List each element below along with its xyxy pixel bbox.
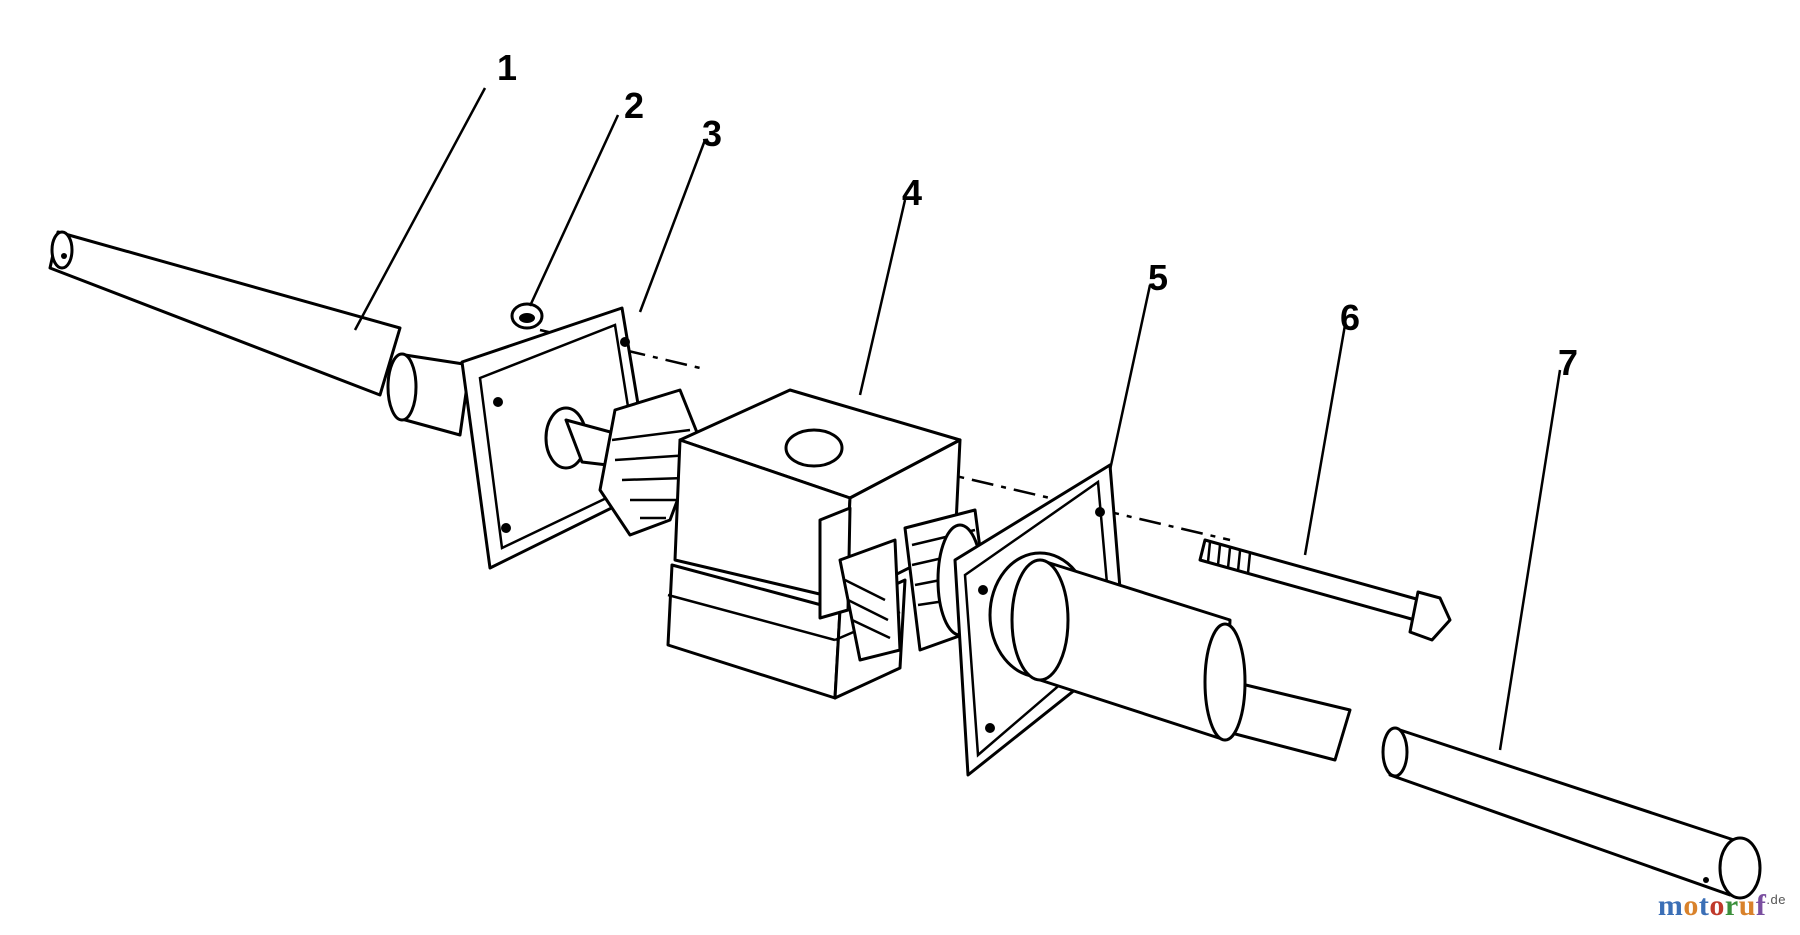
watermark-letter: t	[1698, 889, 1710, 922]
watermark-letter: f	[1755, 889, 1767, 922]
part-2-nut	[510, 302, 544, 330]
part-6-bolt	[1198, 538, 1452, 642]
callout-4: 4	[902, 172, 922, 213]
watermark-letter: m	[1657, 889, 1684, 922]
output-shaft-sleeve	[1010, 558, 1352, 762]
watermark-letter: o	[1683, 889, 1699, 922]
part-1-shaft	[48, 230, 472, 437]
callout-1: 1	[497, 47, 517, 88]
part-7-shaft	[1381, 726, 1762, 900]
watermark-letter: o	[1709, 889, 1725, 922]
callout-3: 3	[702, 113, 722, 154]
motoruf-watermark-logo: motoruf.de	[1657, 889, 1786, 922]
callout-5: 5	[1148, 257, 1168, 298]
callout-7: 7	[1558, 342, 1578, 383]
leader-lines	[353, 87, 1562, 751]
part-3-flange-plate	[460, 306, 702, 570]
callout-6: 6	[1340, 297, 1360, 338]
assembly-axis-line	[539, 328, 1231, 542]
part-4-gearbox-housing	[666, 388, 962, 700]
watermark-letter: r	[1724, 889, 1739, 922]
callout-2: 2	[624, 85, 644, 126]
watermark-letter: u	[1738, 889, 1756, 922]
